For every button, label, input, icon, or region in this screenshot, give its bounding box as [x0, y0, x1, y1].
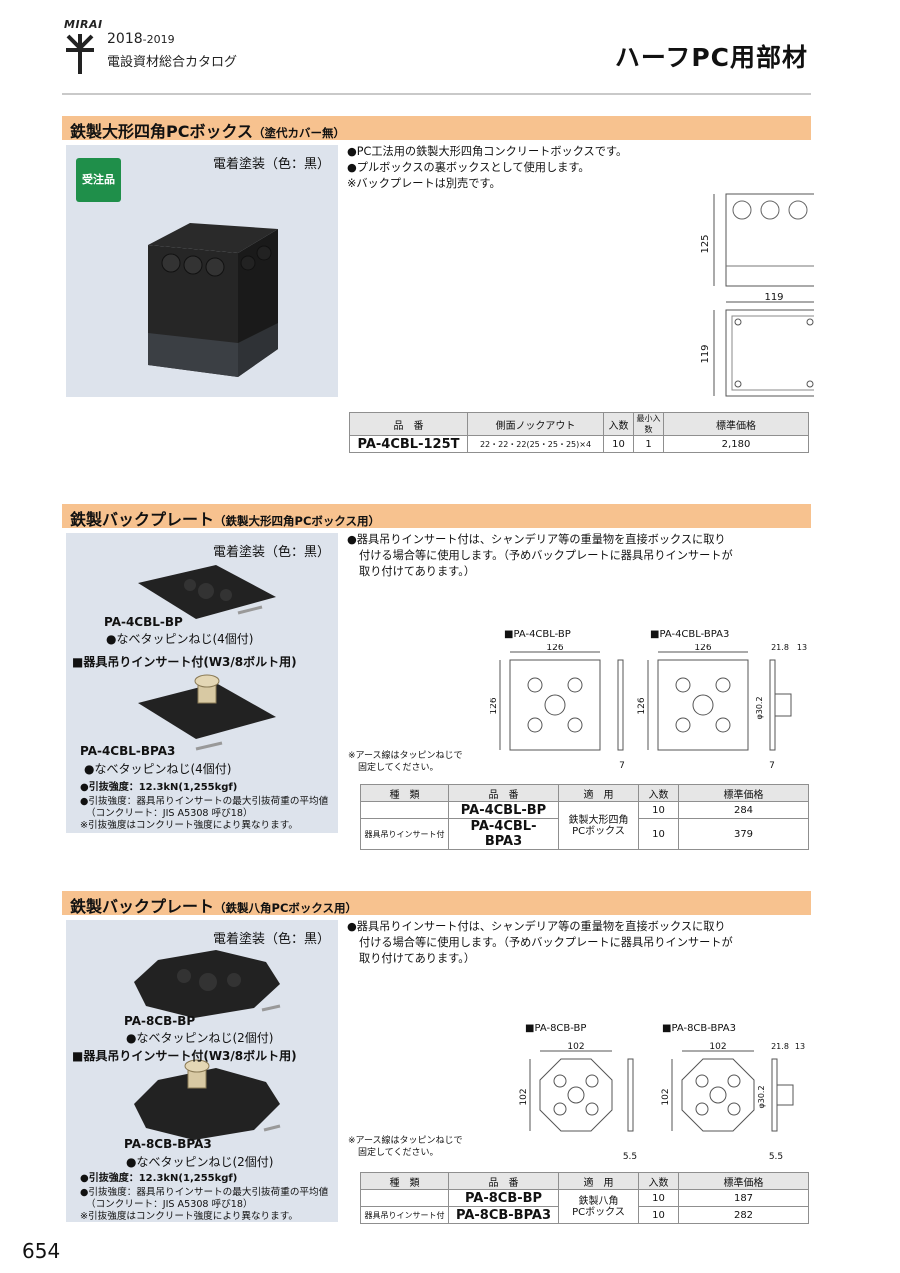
- octagon-backplate-drawing: 102 102 5.5 102 102 φ30.2 21.8 13 5.5: [519, 1042, 805, 1162]
- page-number: 654: [22, 1239, 61, 1263]
- strength-note: ※引抜強度はコンクリート強度により異なります。: [80, 1211, 298, 1222]
- strength: ●引抜強度：12.3kN(1,255kgf): [80, 1173, 238, 1184]
- strength: ●引抜強度：12.3kN(1,255kgf): [80, 782, 238, 793]
- section-title-bar: 鉄製バックプレート（鉄製八角PCボックス用）: [62, 891, 811, 916]
- diagram-label: ■PA-4CBL-BPA3: [650, 629, 730, 640]
- dim-insert-length: 21.8: [771, 1042, 789, 1051]
- strength-note: ●引抜強度：器具吊りインサートの最大引抜荷重の平均値: [80, 796, 329, 807]
- svg-text:126: 126: [637, 697, 647, 714]
- dim-width: 119: [764, 292, 783, 303]
- coating-label: 電着塗装（色：黒）: [212, 157, 330, 172]
- square-backplate-image: [138, 565, 276, 751]
- brand-logo-icon: [66, 34, 94, 74]
- strength-note: （コンクリート：JIS A5308 呼び18）: [86, 808, 253, 819]
- insert-label: ■器具吊りインサート付(W3/8ボルト用): [72, 1049, 297, 1063]
- dim-width: 102: [567, 1042, 584, 1052]
- earth-note: ※アース線はタッピンねじで: [348, 1136, 463, 1146]
- dim-height: 126: [490, 697, 499, 714]
- earth-note: ※アース線はタッピンねじで: [348, 751, 463, 761]
- coating-label: 電着塗装（色：黒）: [212, 545, 330, 560]
- svg-text:102: 102: [661, 1088, 671, 1105]
- earth-note: 固定してください。: [358, 1148, 439, 1158]
- page-header: MIRAI 2018-2019 電設資材総合カタログ ハーフPC用部材: [0, 0, 900, 100]
- strength-note: ※引抜強度はコンクリート強度により異なります。: [80, 820, 298, 831]
- product-photo: 電着塗装（色：黒）: [66, 533, 338, 833]
- catalog-name: 電設資材総合カタログ: [107, 55, 238, 70]
- screw-note: ●なべタッピンねじ(4個付): [106, 632, 254, 646]
- item-code: PA-8CB-BPA3: [124, 1137, 212, 1151]
- item-code: PA-4CBL-BP: [104, 615, 183, 629]
- section-title-bar: 鉄製大形四角PCボックス（塗代カバー無）: [62, 116, 811, 141]
- screw-note: ●なべタッピンねじ(2個付): [126, 1155, 274, 1169]
- product-description: ●PC工法用の鉄製大形四角コンクリートボックスです。 ●プルボックスの裏ボックス…: [347, 145, 628, 190]
- spec-table: 品 番 側面ノックアウト 入数 最小入数 標準価格 PA-4CBL-125T 2…: [349, 412, 809, 453]
- svg-text:7: 7: [769, 761, 775, 771]
- dim-thickness: 7: [619, 761, 625, 771]
- square-box-image: [148, 223, 278, 377]
- page-title: ハーフPC用部材: [614, 43, 808, 72]
- table-row: 器具吊りインサート付 PA-8CB-BPA3 10 282: [360, 1206, 809, 1224]
- section-title: 鉄製バックプレート（鉄製八角PCボックス用）: [70, 897, 358, 916]
- dim-height: 102: [519, 1088, 529, 1105]
- earth-note: 固定してください。: [358, 763, 439, 773]
- dim-width: 126: [546, 644, 563, 653]
- octagon-backplate-image: [134, 950, 281, 1140]
- dim-diameter: φ30.2: [757, 1085, 766, 1108]
- dim-insert-length: 21.8: [771, 644, 789, 652]
- svg-text:102: 102: [709, 1042, 726, 1052]
- strength-note: ●引抜強度：器具吊りインサートの最大引抜荷重の平均値: [80, 1187, 329, 1198]
- product-description: ●器具吊りインサート付は、シャンデリア等の重量物を直接ボックスに取り 付ける場合…: [347, 533, 733, 578]
- product-description: ●器具吊りインサート付は、シャンデリア等の重量物を直接ボックスに取り 付ける場合…: [347, 920, 733, 965]
- section-title: 鉄製大形四角PCボックス（塗代カバー無）: [70, 122, 345, 141]
- svg-text:126: 126: [694, 644, 711, 653]
- dim-height: 125: [700, 234, 711, 253]
- section-title-bar: 鉄製バックプレート（鉄製大形四角PCボックス用）: [62, 504, 811, 529]
- catalog-year: 2018-2019: [107, 31, 175, 47]
- dim-diameter: φ30.2: [755, 696, 764, 719]
- square-backplate-drawing: 126 126 7 126 126 φ30.2 21.8 13 7: [490, 644, 807, 771]
- section-steel-square-box: 鉄製大形四角PCボックス（塗代カバー無） 受注品 電着塗装（色：黒） ●PC工法…: [62, 116, 814, 461]
- diagram-label: ■PA-4CBL-BP: [504, 629, 571, 640]
- table-row: PA-4CBL-125T 22・22・22(25・25・25)×4 10 1 2…: [349, 435, 809, 453]
- product-photo: 受注品 電着塗装（色：黒）: [66, 145, 338, 397]
- insert-label: ■器具吊りインサート付(W3/8ボルト用): [72, 655, 297, 669]
- dim-depth: 119: [700, 344, 711, 363]
- made-to-order-badge: 受注品: [76, 158, 121, 202]
- section-backplate-octagon: 鉄製バックプレート（鉄製八角PCボックス用） 電着塗装（色：黒） PA-8CB-…: [62, 891, 811, 1231]
- strength-note: （コンクリート：JIS A5308 呼び18）: [86, 1199, 253, 1210]
- section-title: 鉄製バックプレート（鉄製大形四角PCボックス用）: [70, 510, 381, 529]
- product-photo: 電着塗装（色：黒）: [66, 920, 338, 1222]
- svg-text:5.5: 5.5: [769, 1152, 783, 1162]
- item-code: PA-4CBL-BPA3: [80, 744, 176, 758]
- diagram-label: ■PA-8CB-BP: [525, 1023, 587, 1034]
- item-code: PA-8CB-BP: [124, 1014, 196, 1028]
- box-side-view-drawing: 125 119 119: [700, 193, 814, 397]
- table-row: 器具吊りインサート付 PA-4CBL-BPA3 10 379: [360, 818, 809, 850]
- section-backplate-square: 鉄製バックプレート（鉄製大形四角PCボックス用） 電着塗装（色：黒） PA-4C…: [62, 504, 811, 850]
- screw-note: ●なべタッピンねじ(4個付): [84, 762, 232, 776]
- dim-thickness: 5.5: [623, 1152, 637, 1162]
- brand-logo-text: MIRAI: [64, 18, 103, 31]
- header-divider: [62, 93, 811, 95]
- dim-insert-head: 13: [797, 644, 807, 652]
- diagram-label: ■PA-8CB-BPA3: [662, 1023, 736, 1034]
- coating-label: 電着塗装（色：黒）: [212, 932, 330, 947]
- screw-note: ●なべタッピンねじ(2個付): [126, 1031, 274, 1045]
- dim-insert-head: 13: [795, 1042, 805, 1051]
